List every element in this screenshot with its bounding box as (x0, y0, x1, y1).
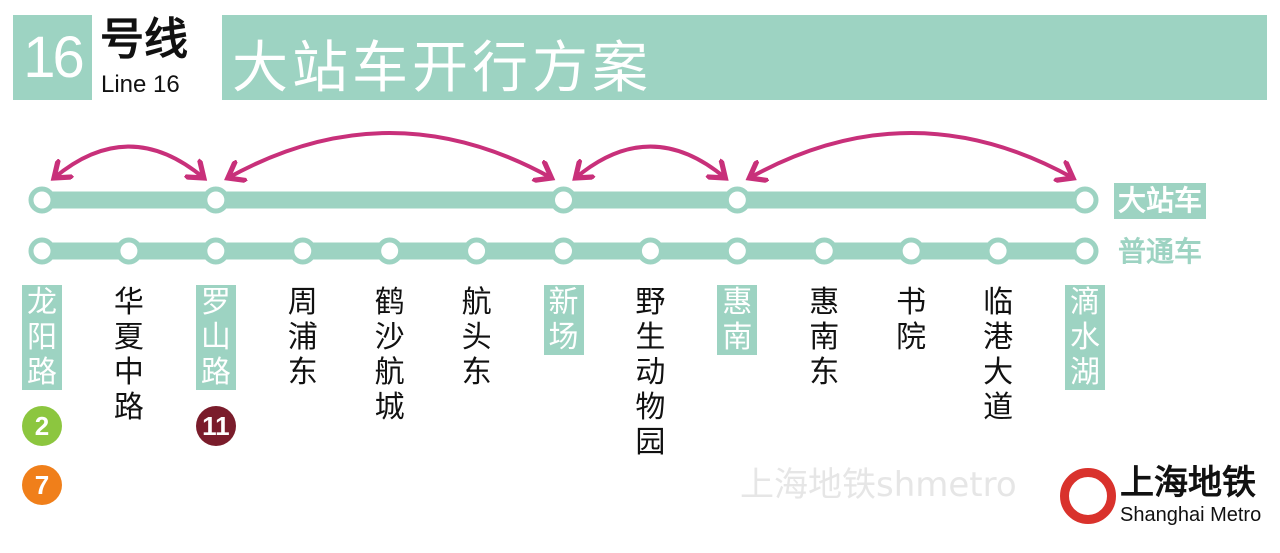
express-row-label: 大站车 (1114, 183, 1207, 219)
express-station-dot (28, 186, 56, 214)
express-segment-arrow (228, 131, 552, 178)
local-station-dot (984, 237, 1012, 265)
station-label: 新场 (543, 285, 584, 355)
page-title: 大站车开行方案 (232, 36, 652, 101)
express-segment-arrow (749, 131, 1073, 178)
logo-text-cn: 上海地铁 (1120, 463, 1256, 503)
local-station-dot (897, 237, 925, 265)
station-label: 野生动物园 (635, 285, 666, 460)
station-label: 航头东 (461, 285, 492, 390)
line-number-badge: 16 (13, 15, 92, 100)
local-station-dot (289, 237, 317, 265)
local-station-dot (550, 237, 577, 265)
station-label: 惠南 (717, 285, 758, 355)
watermark: 上海地铁shmetro (740, 465, 1017, 505)
local-station-dot (1071, 237, 1099, 265)
express-segment-arrow (576, 144, 726, 178)
logo-text-en: Shanghai Metro (1120, 504, 1262, 526)
local-station-dot (202, 237, 230, 265)
express-segment-arrow (54, 144, 204, 178)
local-station-dot (376, 237, 404, 265)
transfer-line-badge: 7 (22, 465, 62, 505)
station-label: 惠南东 (809, 285, 840, 390)
local-station-dot (463, 237, 491, 265)
station-label: 书院 (896, 285, 927, 355)
local-station-dot (28, 237, 56, 265)
station-label: 罗山路 (195, 285, 236, 390)
local-station-dot (723, 237, 751, 265)
local-station-dot (636, 237, 664, 265)
local-station-dot (115, 237, 143, 265)
shanghai-metro-logo-icon (1060, 468, 1116, 524)
station-label: 华夏中路 (113, 285, 144, 425)
express-station-dot (550, 186, 577, 214)
station-label: 龙阳路 (22, 285, 62, 390)
transfer-line-badge: 2 (22, 406, 62, 446)
transfer-line-badge: 11 (195, 406, 236, 446)
local-row-label: 普通车 (1118, 235, 1203, 268)
local-station-dot (810, 237, 838, 265)
station-label: 临港大道 (983, 285, 1014, 425)
express-station-dot (1071, 186, 1099, 214)
station-label: 周浦东 (287, 285, 318, 390)
title-banner: 大站车开行方案 (222, 15, 1267, 101)
express-station-dot (723, 186, 751, 214)
line-label-en: Line 16 (101, 71, 180, 98)
station-label: 鹤沙航城 (374, 285, 405, 425)
station-label: 滴水湖 (1065, 285, 1105, 390)
line-label-cn: 号线 (100, 14, 188, 65)
express-station-dot (202, 186, 230, 214)
